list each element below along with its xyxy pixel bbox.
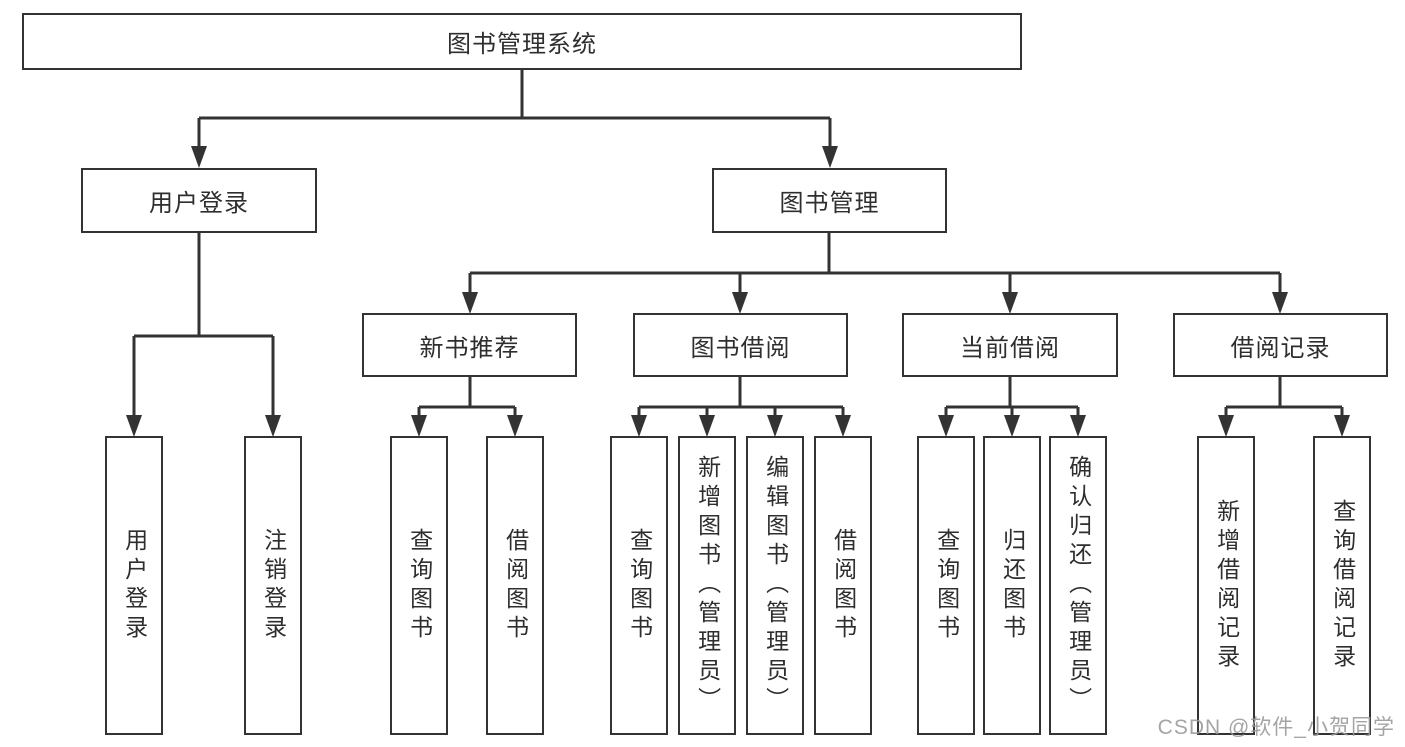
node-label: 图书管理系统 <box>447 31 597 58</box>
leaf-label: 新增借阅记录 <box>1213 498 1240 673</box>
node-label: 图书管理 <box>779 190 880 217</box>
leaf-logout: 注销登录 <box>244 436 302 735</box>
leaf-label: 查询图书 <box>933 527 960 644</box>
leaf-label: 查询图书 <box>626 527 653 644</box>
leaf-borrow-book-under-borrow: 借阅图书 <box>814 436 872 735</box>
leaf-label: 查询图书 <box>406 527 433 644</box>
node-current-borrow: 当前借阅 <box>902 313 1118 377</box>
leaf-search-book-under-recommend: 查询图书 <box>390 436 448 735</box>
node-borrow-record: 借阅记录 <box>1173 313 1388 377</box>
node-label: 借阅记录 <box>1230 334 1331 362</box>
leaf-edit-book-admin: 编辑图书（管理员） <box>746 436 804 735</box>
leaf-borrow-book-under-recommend: 借阅图书 <box>486 436 544 735</box>
leaf-confirm-return-admin: 确认归还（管理员） <box>1049 436 1107 735</box>
node-label: 新书推荐 <box>419 334 520 362</box>
leaf-label: 用户登录 <box>121 527 148 644</box>
leaf-add-book-admin: 新增图书（管理员） <box>678 436 736 735</box>
leaf-label: 新增图书（管理员） <box>694 455 721 716</box>
leaf-label: 编辑图书（管理员） <box>762 455 789 716</box>
leaf-search-book-under-borrow: 查询图书 <box>610 436 668 735</box>
node-new-book-recommend: 新书推荐 <box>362 313 577 377</box>
leaf-add-borrow-record: 新增借阅记录 <box>1197 436 1255 735</box>
node-user-login: 用户登录 <box>81 168 317 233</box>
node-label: 用户登录 <box>149 190 249 217</box>
leaf-search-book-under-current: 查询图书 <box>917 436 975 735</box>
node-book-borrow: 图书借阅 <box>633 313 848 377</box>
leaf-label: 确认归还（管理员） <box>1065 455 1092 716</box>
leaf-label: 查询借阅记录 <box>1329 498 1356 673</box>
leaf-user-login: 用户登录 <box>105 436 163 735</box>
leaf-label: 借阅图书 <box>830 527 857 644</box>
node-label: 图书借阅 <box>690 334 791 362</box>
node-book-management: 图书管理 <box>712 168 947 233</box>
node-library-management-system: 图书管理系统 <box>22 13 1022 70</box>
leaf-label: 归还图书 <box>999 527 1026 644</box>
leaf-label: 借阅图书 <box>502 527 529 644</box>
leaf-label: 注销登录 <box>260 527 287 644</box>
csdn-watermark: CSDN @软件_小贺同学 <box>1157 716 1395 739</box>
leaf-search-borrow-record: 查询借阅记录 <box>1313 436 1371 735</box>
leaf-return-book: 归还图书 <box>983 436 1041 735</box>
node-label: 当前借阅 <box>960 334 1060 362</box>
